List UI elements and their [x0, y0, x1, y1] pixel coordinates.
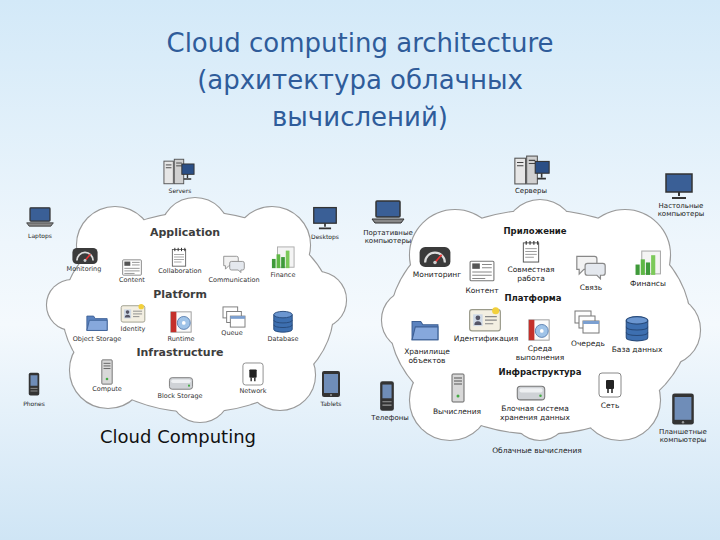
device-icon	[372, 201, 404, 223]
service-icon	[72, 248, 97, 264]
service-icon	[223, 307, 245, 327]
service-label: Object Storage	[67, 336, 127, 344]
service-label: Collaboration	[154, 268, 206, 276]
service-label: Compute	[88, 386, 126, 394]
service-icon	[224, 256, 245, 272]
service-label: Финансы	[625, 279, 671, 288]
service-icon	[529, 320, 549, 340]
device-label: Servers	[158, 187, 202, 194]
device-label: Телефоны	[367, 414, 413, 422]
cloud-lobe	[70, 332, 146, 408]
service-label: Block Storage	[151, 393, 209, 401]
device-label: Desktops	[304, 233, 346, 240]
service-label: Связь	[571, 283, 611, 292]
layer-heading: Platform	[125, 288, 235, 301]
service-label: Мониторинг	[406, 270, 468, 279]
cloud-lobe	[290, 272, 346, 328]
service-icon	[599, 373, 621, 397]
cloud-lobe	[234, 207, 310, 283]
service-label: Контент	[460, 286, 504, 295]
service-icon	[626, 317, 648, 341]
service-icon	[523, 241, 538, 262]
cloud-lobe	[580, 360, 660, 440]
layer-heading: Infrastructure	[120, 346, 240, 359]
cloud-lobe	[410, 360, 490, 440]
service-label: Database	[262, 336, 304, 344]
service-label: Вычисления	[429, 407, 485, 416]
service-icon	[243, 363, 263, 385]
service-icon	[121, 304, 145, 322]
device-label: Портативные компьютеры	[360, 229, 416, 246]
service-label: Runtime	[162, 336, 200, 344]
service-label: Network	[234, 388, 272, 396]
service-icon	[87, 316, 107, 330]
cloud-caption: Cloud Computing	[78, 426, 278, 448]
page-title: Cloud computing architecture (архитектур…	[125, 25, 595, 136]
cloud-lobe	[580, 360, 660, 440]
service-icon	[452, 374, 464, 402]
device-label: Laptops	[20, 232, 60, 239]
device-icon	[666, 174, 692, 198]
service-icon	[274, 311, 292, 332]
service-label: Сеть	[595, 401, 625, 410]
service-label: Хранилище объектов	[400, 347, 454, 365]
cloud-lobe	[234, 207, 310, 283]
device-label: Настольные компьютеры	[654, 202, 708, 219]
cloud-lobe	[70, 332, 146, 408]
device-label: Планшетные компьютеры	[656, 428, 710, 445]
service-label: Identity	[115, 326, 151, 334]
service-icon	[575, 311, 599, 333]
service-label: Finance	[264, 272, 302, 280]
layer-heading: Платформа	[495, 293, 571, 303]
service-label: Queue	[216, 330, 248, 338]
cloud-lobe	[170, 362, 230, 422]
device-icon	[314, 208, 337, 229]
device-icon	[164, 159, 194, 183]
service-label: Content	[112, 277, 152, 285]
device-icon	[672, 393, 694, 424]
device-icon	[515, 156, 549, 184]
device-icon	[27, 208, 54, 226]
cloud-region: ApplicationMonitoringContentCollaboratio…	[40, 195, 352, 450]
device-icon	[29, 373, 40, 396]
service-icon	[272, 247, 294, 268]
service-icon	[470, 307, 501, 331]
service-icon	[517, 386, 544, 400]
service-label: Среда выполнения	[512, 344, 568, 362]
service-label: Очередь	[568, 339, 608, 348]
service-icon	[577, 256, 605, 278]
cloud-lobe	[290, 272, 346, 328]
service-label: База данных	[607, 345, 667, 354]
cloud-lobe	[382, 290, 442, 350]
layer-heading: Инфраструктура	[492, 367, 588, 377]
service-icon	[420, 247, 451, 267]
service-icon	[412, 321, 438, 339]
cloud-region: ПриложениеМониторингКонтентСовместная ра…	[368, 195, 710, 460]
service-icon	[470, 261, 494, 281]
cloud-lobe	[170, 362, 230, 422]
service-icon	[123, 260, 142, 275]
service-label: Совместная работа	[504, 265, 558, 283]
service-icon	[102, 360, 112, 384]
service-icon	[169, 378, 192, 390]
service-icon	[172, 248, 185, 266]
device-label: Phones	[18, 400, 50, 407]
device-label: Tablets	[315, 400, 347, 407]
cloud-lobe	[410, 360, 490, 440]
service-label: Communication	[205, 277, 263, 285]
layer-heading: Application	[125, 226, 245, 239]
device-label: Серверы	[504, 187, 558, 195]
device-icon	[322, 371, 340, 397]
service-label: Monitoring	[59, 266, 109, 274]
service-label: Блочная система хранения данных	[488, 404, 582, 422]
device-icon	[380, 381, 394, 411]
cloud-caption: Облачные вычисления	[477, 446, 597, 455]
cloud-lobe	[382, 290, 442, 350]
service-icon	[171, 312, 191, 332]
layer-heading: Приложение	[490, 226, 580, 236]
service-label: Идентификация	[453, 334, 519, 343]
service-icon	[636, 251, 661, 275]
